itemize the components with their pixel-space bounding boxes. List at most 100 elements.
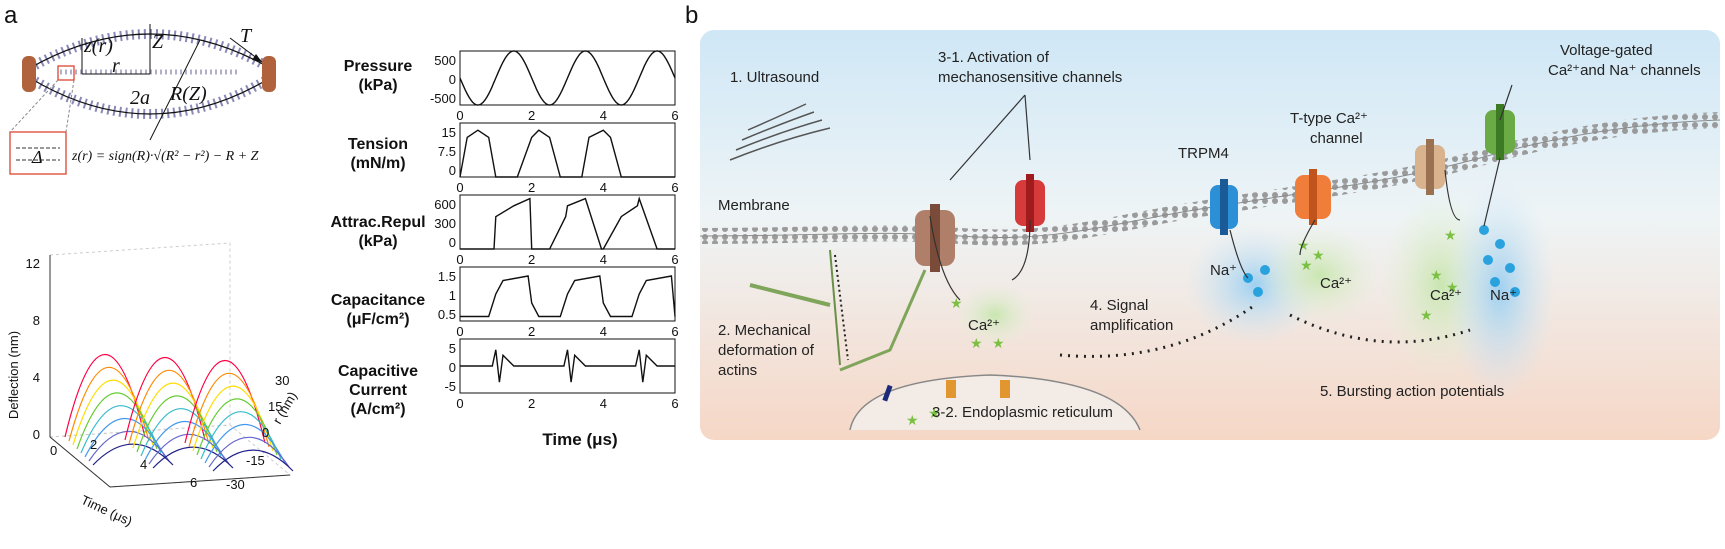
trace-ylabel-pressure: Pressure(kPa) bbox=[343, 58, 413, 94]
na-label-right: Na⁺ bbox=[1490, 287, 1517, 304]
activation-label-1: 3-1. Activation of bbox=[938, 49, 1050, 66]
label-arrows bbox=[929, 84, 1513, 301]
R-line bbox=[149, 39, 201, 141]
dotted-arrows bbox=[1059, 303, 1471, 358]
trace-line-4 bbox=[460, 349, 675, 383]
x-axis-label: Time (μs) bbox=[79, 492, 135, 529]
trace-ylabel-attrac: Attrac.Repul(kPa) bbox=[330, 214, 426, 250]
actin-filament-2 bbox=[839, 269, 927, 372]
ca-label-mid: Ca²⁺ bbox=[968, 317, 1000, 334]
trace-1-xtick-2: 4 bbox=[600, 180, 607, 195]
delta-label: Δ bbox=[31, 147, 43, 167]
trace-3-ytick-0: 1.5 bbox=[438, 269, 456, 284]
trace-frame-3 bbox=[459, 266, 676, 322]
panel-b-letter: b bbox=[685, 2, 699, 29]
svg-text:★: ★ bbox=[1297, 237, 1310, 253]
trace-3-xtick-2: 4 bbox=[600, 324, 607, 339]
mechanism-diagram: ★★★ ★★ ★★★ ★★★★ 1. Ultrasound 3-1. Activ… bbox=[700, 30, 1720, 440]
z-tick-0: 0 bbox=[33, 427, 40, 442]
trace-1-xtick-3: 6 bbox=[671, 180, 678, 195]
trace-frame-1 bbox=[459, 122, 676, 178]
trace-2-ytick-2: 0 bbox=[449, 235, 456, 250]
surface-line-2-5 bbox=[204, 423, 286, 464]
left-protein bbox=[22, 56, 36, 92]
svg-text:★: ★ bbox=[1312, 247, 1325, 263]
trace-line-0 bbox=[459, 50, 676, 106]
trace-4-xtick-3: 6 bbox=[671, 396, 678, 411]
na-label-left: Na⁺ bbox=[1210, 262, 1237, 279]
ultrasound-waves bbox=[729, 103, 831, 161]
ca-label-left: Ca²⁺ bbox=[1320, 275, 1352, 292]
trace-0-ytick-0: 500 bbox=[434, 53, 456, 68]
trace-3-xtick-3: 6 bbox=[671, 324, 678, 339]
y-tick-m15: -15 bbox=[246, 453, 265, 468]
vg-label-1: Voltage-gated bbox=[1560, 42, 1653, 59]
x-tick-4: 4 bbox=[140, 457, 147, 472]
ttype-label-1: T-type Ca²⁺ bbox=[1290, 110, 1368, 127]
trpm4-label: TRPM4 bbox=[1178, 145, 1229, 162]
trace-1-ytick-0: 15 bbox=[442, 125, 456, 140]
voltage-gated-channel-tan bbox=[1415, 139, 1445, 195]
y-tick-m30: -30 bbox=[226, 477, 245, 492]
trace-4-ytick-1: 0 bbox=[449, 360, 456, 375]
svg-text:★: ★ bbox=[950, 295, 963, 311]
surface-line-2-7 bbox=[212, 449, 294, 472]
x-axis-line bbox=[49, 436, 111, 488]
er-channel-orange-1 bbox=[946, 380, 956, 398]
trace-2-xtick-3: 6 bbox=[671, 252, 678, 267]
trace-3-xtick-1: 2 bbox=[528, 324, 535, 339]
surface-line-1-3 bbox=[136, 395, 218, 453]
svg-text:★: ★ bbox=[1430, 267, 1443, 283]
svg-text:★: ★ bbox=[970, 335, 983, 351]
trace-4-xtick-2: 4 bbox=[600, 396, 607, 411]
ttype-label-2: channel bbox=[1310, 130, 1363, 147]
svg-text:★: ★ bbox=[906, 412, 919, 428]
trace-0-xtick-3: 6 bbox=[671, 108, 678, 123]
er-label: 3-2. Endoplasmic reticulum bbox=[932, 404, 1113, 421]
trace-1-xtick-1: 2 bbox=[528, 180, 535, 195]
trace-2-ytick-1: 300 bbox=[434, 216, 456, 231]
mech-label-1: 2. Mechanical bbox=[718, 322, 811, 339]
trace-4-ytick-2: -5 bbox=[444, 379, 456, 394]
trace-frame-2 bbox=[459, 194, 676, 250]
ca-label-right: Ca²⁺ bbox=[1430, 287, 1462, 304]
vg-label-2: Ca²⁺and Na⁺ channels bbox=[1548, 62, 1701, 79]
trace-ylabel-tension: Tension(mN/m) bbox=[347, 136, 409, 172]
activation-label-2: mechanosensitive channels bbox=[938, 69, 1122, 86]
y-axis-line bbox=[109, 474, 291, 488]
bilayer-schematic: Δ z(r) Z T r 2a R(Z) z(r) = sign(R)·√(R²… bbox=[9, 24, 276, 175]
trace-0-ytick-2: -500 bbox=[430, 91, 456, 106]
z-tick-8: 8 bbox=[33, 313, 40, 328]
panel-a-letter: a bbox=[4, 2, 18, 29]
mech-label-2: deformation of bbox=[718, 342, 815, 359]
equation: z(r) = sign(R)·√(R² − r²) − R + Z bbox=[71, 149, 259, 164]
z-axis-label: Deflection (nm) bbox=[6, 331, 21, 419]
trace-1-xtick-0: 0 bbox=[456, 180, 463, 195]
trace-0-xtick-1: 2 bbox=[528, 108, 535, 123]
trace-3-ytick-2: 0.5 bbox=[438, 307, 456, 322]
x-tick-6: 6 bbox=[190, 475, 197, 490]
trace-2-ytick-0: 600 bbox=[434, 197, 456, 212]
y-tick-30: 30 bbox=[275, 373, 289, 388]
trace-3-xtick-0: 0 bbox=[456, 324, 463, 339]
x-tick-0: 0 bbox=[50, 443, 57, 458]
svg-text:★: ★ bbox=[992, 335, 1005, 351]
svg-text:★: ★ bbox=[928, 405, 941, 421]
zoom-box bbox=[57, 65, 75, 81]
zoom-inset bbox=[9, 131, 67, 175]
signal-label-2: amplification bbox=[1090, 317, 1173, 334]
na-glow-right bbox=[1445, 180, 1555, 400]
surface-line-1-6 bbox=[148, 433, 230, 465]
ultrasound-label: 1. Ultrasound bbox=[730, 69, 819, 86]
zoom-line-right bbox=[65, 79, 75, 133]
svg-text:★: ★ bbox=[1446, 279, 1459, 295]
mechanosensitive-channel-red bbox=[1015, 174, 1045, 232]
ca-glow-left bbox=[1260, 225, 1380, 325]
trace-3-ytick-1: 1 bbox=[449, 288, 456, 303]
trace-2-xtick-2: 4 bbox=[600, 252, 607, 267]
right-protein bbox=[262, 56, 276, 92]
trace-2-xtick-1: 2 bbox=[528, 252, 535, 267]
surface-line-0-6 bbox=[88, 430, 170, 462]
